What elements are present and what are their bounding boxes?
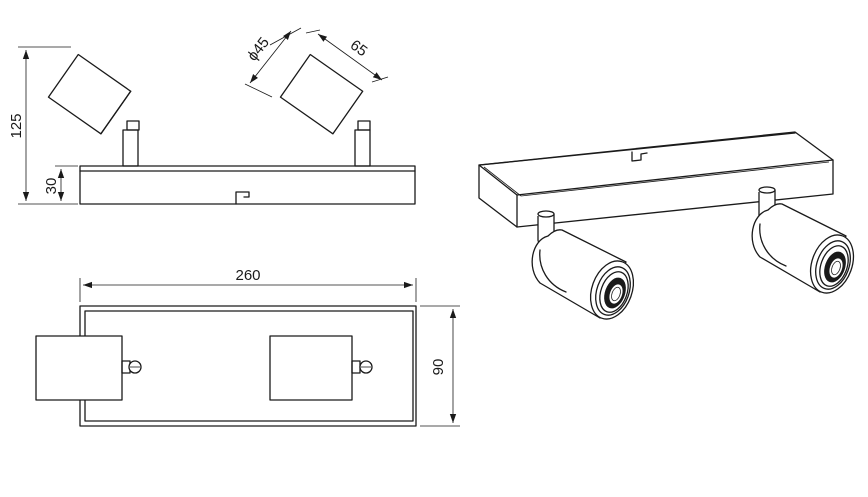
iso-base-top	[478, 131, 834, 196]
dim-label-width-total: 260	[235, 267, 260, 284]
top-view: 260 90	[35, 267, 460, 427]
top-view-right-head	[269, 335, 353, 401]
iso-slot	[631, 151, 648, 162]
dim-line-diameter	[249, 30, 292, 84]
isometric-view	[478, 131, 855, 320]
dim-line-length-head	[317, 33, 383, 81]
side-view-right-stem	[354, 129, 371, 167]
side-view-slot	[235, 191, 250, 205]
side-view-base-bar	[79, 165, 416, 205]
dim-label-height-total: 125	[8, 113, 25, 138]
iso-left-spot	[531, 229, 635, 320]
side-view: 125 30 ϕ45 65	[8, 27, 416, 205]
side-view-left-stem	[122, 129, 139, 167]
side-view-right-head	[279, 53, 364, 135]
dim-label-height-base: 30	[43, 178, 60, 195]
dim-label-depth-total: 90	[430, 359, 447, 376]
top-view-left-head	[35, 335, 123, 401]
side-view-left-head	[47, 53, 132, 135]
iso-right-spot	[751, 203, 855, 294]
dim-label-length-head: 65	[347, 37, 370, 61]
